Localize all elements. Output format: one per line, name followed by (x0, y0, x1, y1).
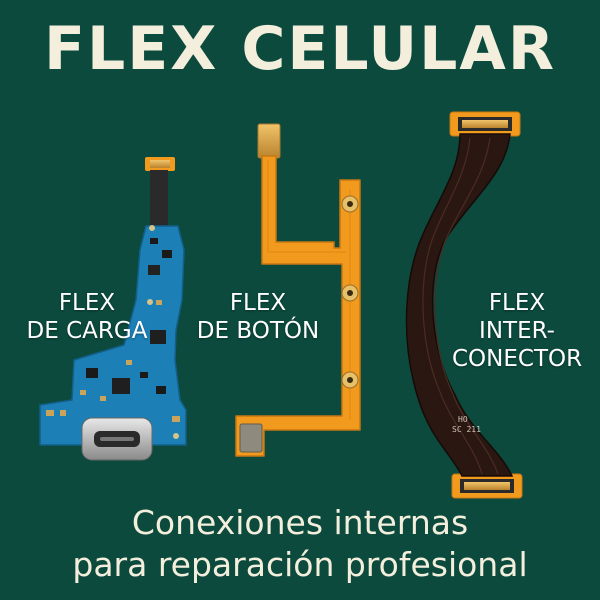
label-inter-line2: INTER- (479, 318, 555, 344)
cable-marking-line2: SC 211 (452, 425, 481, 434)
cable-marking-line1: HO (458, 415, 468, 424)
subtitle-line2: para reparación profesional (72, 545, 528, 584)
label-boton-line2: DE BOTÓN (196, 318, 320, 344)
interconnect-flex-icon: HO SC 211 (405, 111, 523, 499)
label-flex-interconector: FLEX INTER- CONECTOR (452, 289, 582, 373)
page-subtitle: Conexiones internas para reparación prof… (0, 502, 600, 586)
page-title: FLEX CELULAR (43, 14, 557, 84)
label-flex-de-carga: FLEX DE CARGA (22, 289, 152, 345)
button-flex-icon (235, 123, 361, 457)
charging-port-flex-icon (39, 157, 187, 461)
label-inter-line3: CONECTOR (452, 346, 583, 372)
label-carga-line1: FLEX (58, 290, 116, 316)
label-flex-de-boton: FLEX DE BOTÓN (193, 289, 323, 345)
subtitle-line1: Conexiones internas (131, 503, 469, 542)
label-carga-line2: DE CARGA (26, 318, 148, 344)
label-boton-line1: FLEX (229, 290, 287, 316)
label-inter-line1: FLEX (488, 290, 546, 316)
